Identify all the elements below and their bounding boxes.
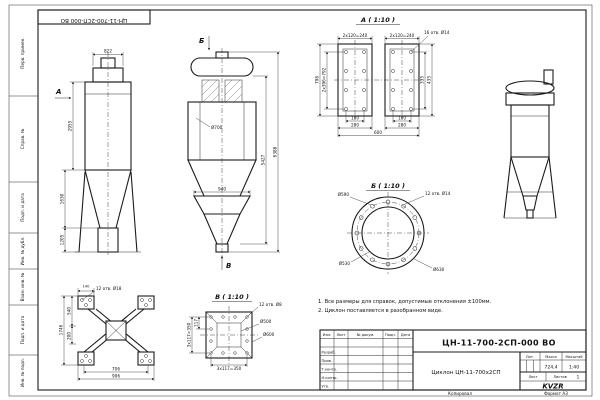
mass-value: 724,4 [544, 365, 557, 371]
dim-dia530: Ø530 [339, 261, 351, 266]
doc-designation: ЦН-11-700-2СП-000 ВО [442, 339, 556, 348]
dim-600: 600 [374, 130, 382, 135]
margin-label-podp2: Подп. и дата [20, 315, 25, 344]
copied-label: Копировал [448, 391, 472, 396]
col-izm: Изм. [323, 333, 331, 337]
dim-dia700: Ø700 [211, 125, 223, 130]
section-a-title: А ( 1:10 ) [360, 16, 395, 24]
dim-2x120-left: 2x120=240 [343, 33, 368, 38]
dim-540: 540 [67, 307, 72, 315]
margin-label-podp1: Подп. и дата [20, 193, 25, 222]
margin-column: Перв. примен. Справ. № Подп. и дата Инв.… [20, 37, 25, 387]
margin-label-perv: Перв. примен. [20, 37, 25, 68]
dim-117: 117 [194, 319, 199, 327]
dim-906: 906 [112, 374, 120, 379]
notes: 1. Все размеры для справок, допустимые о… [318, 299, 492, 314]
holes-note-12-18: 12 отв. Ø18 [96, 286, 122, 291]
dim-dia600: Ø600 [263, 332, 275, 337]
view-front: 822 2955 1630 1205 А [55, 49, 141, 255]
section-v: В ( 1:10 ) 117 3x117=350 3x117=350 12 от… [187, 293, 283, 371]
note-line-2: 2. Циклон поставляется в разобранном вид… [318, 308, 443, 314]
mass-label: Масса [545, 355, 556, 359]
row-tkontr: Т.контр. [321, 368, 338, 372]
scale-value: 1:40 [569, 365, 579, 371]
view-side [503, 69, 557, 219]
margin-label-sprav: Справ. № [20, 128, 25, 149]
dim-dia500: Ø500 [260, 319, 272, 324]
col-data: Дата [401, 333, 410, 337]
corner-stamp-text: ЦН-11-700-2СП-000 ВО [60, 17, 127, 23]
dim-3x117-left: 3x117=350 [187, 322, 192, 347]
dim-180-left: 180 [351, 116, 359, 121]
section-b-title: Б ( 1:10 ) [371, 182, 405, 190]
dim-140: 140 [83, 285, 91, 289]
dim-180-right: 180 [398, 116, 406, 121]
dim-2x396: 2x396=792 [322, 67, 327, 92]
view-arrow-v: В [226, 262, 231, 270]
section-b: Б ( 1:10 ) Ø590 12 отв. Ø14 Ø530 Ø630 [338, 182, 451, 274]
dim-822: 822 [104, 49, 112, 54]
view-arrow-a: А [55, 88, 61, 96]
view-arrow-b: Б [199, 37, 204, 45]
row-utv: Утв. [322, 385, 330, 389]
margin-label-vzam: Взам. инв. № [20, 272, 25, 301]
title-block: Изм. Лист № докум. Подп. Дата Разраб. Пр… [319, 329, 587, 391]
view-main: Б Ø700 940 5427 6388 В [187, 36, 280, 270]
dim-2x120-right: 2x120=240 [390, 33, 415, 38]
dim-706: 706 [112, 367, 120, 372]
dim-435: 435 [427, 76, 432, 84]
lit-label: Лит. [526, 355, 534, 359]
format-label: Формат А3 [544, 391, 568, 396]
margin-label-invdubl: Инв. № дубл. [20, 237, 25, 266]
row-nkontr: Н.контр. [322, 376, 338, 380]
holes-note-12-8: 12 отв. Ø8 [259, 302, 282, 307]
sheets-value: 1 [577, 375, 580, 380]
row-razrab: Разраб. [322, 351, 336, 355]
holes-note-12-14: 12 отв. Ø14 [425, 191, 451, 196]
dim-280-right: 280 [398, 123, 406, 128]
dim-6388: 6388 [273, 146, 278, 157]
dim-280-left: 280 [351, 123, 359, 128]
dim-dia630: Ø630 [433, 267, 445, 272]
scale-label: Масштаб [565, 355, 583, 359]
col-podp: Подп. [385, 333, 396, 337]
dim-200: 200 [67, 332, 72, 340]
dim-335: 335 [420, 76, 425, 84]
dim-3x117-bottom: 3x117=350 [217, 366, 242, 371]
col-list: Лист [336, 333, 345, 337]
note-line-1: 1. Все размеры для справок, допустимые о… [318, 299, 492, 305]
dim-5427: 5427 [261, 154, 266, 165]
view-base: 12 отв. Ø18 140 540 200 1746 706 906 [59, 285, 155, 381]
holes-note-16: 16 отв. Ø14 [424, 30, 450, 35]
sheets-label: Листов [553, 375, 566, 379]
dim-1630: 1630 [60, 193, 65, 204]
row-prov: Пров. [322, 359, 332, 363]
dim-1746: 1746 [59, 324, 64, 335]
dim-2955: 2955 [68, 120, 73, 131]
col-docum: № докум. [357, 333, 375, 337]
margin-label-invpodl: Инв. № подл. [20, 358, 25, 387]
dim-dia590: Ø590 [338, 192, 350, 197]
product-name: Циклон ЦН-11-700х2СП [431, 370, 500, 376]
dim-1205: 1205 [60, 234, 65, 245]
sheet-label: Лист [528, 375, 537, 379]
sheet-frame [8, 4, 593, 397]
section-a: А ( 1:10 ) 2x120=240 2x120=240 16 отв. Ø… [315, 16, 450, 137]
section-v-title: В ( 1:10 ) [215, 293, 249, 301]
corner-stamp: ЦН-11-700-2СП-000 ВО [37, 9, 151, 25]
company-logo: KVZR [542, 383, 563, 391]
dim-940: 940 [218, 187, 226, 192]
dim-798: 798 [315, 76, 320, 84]
